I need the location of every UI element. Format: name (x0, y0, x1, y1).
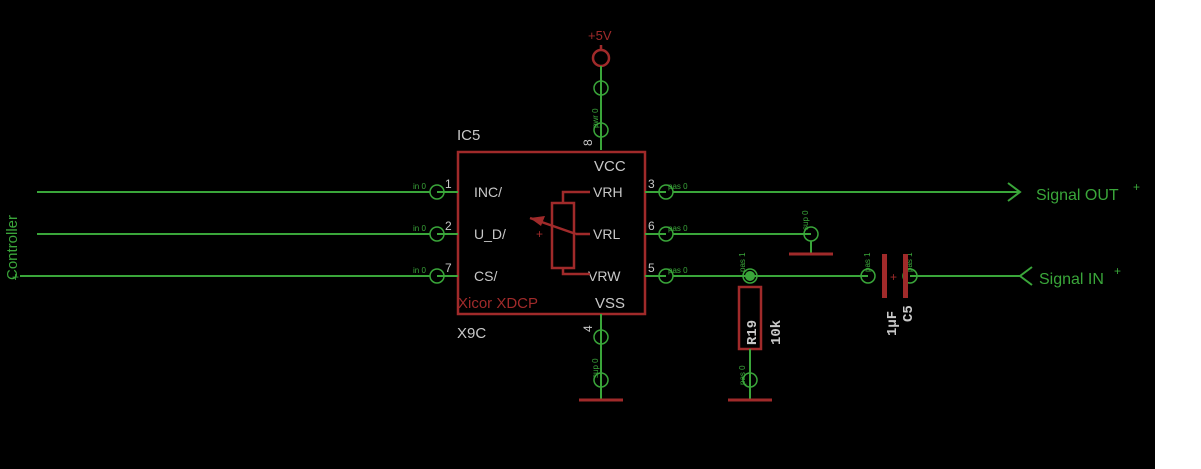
pin-inc-pad: in 0 (413, 182, 426, 191)
supply-label: +5V (588, 28, 612, 43)
pot-leads (561, 190, 590, 276)
c5-name: C5 (901, 305, 917, 322)
r19-top-pad (742, 268, 758, 284)
pin-cs-number: 7 (445, 261, 452, 275)
pin-vrl-pad: pas 0 (668, 224, 688, 233)
controller-plus: + (12, 270, 19, 284)
signal-in-arrow (1018, 266, 1033, 286)
ic-pin-vrw-name: VRW (588, 268, 621, 284)
ic-vcc-label: VCC (594, 158, 626, 175)
pin-inc[interactable] (429, 184, 458, 200)
c5-left-pad (860, 268, 876, 284)
vcc-pin-number: 8 (581, 139, 595, 146)
pot-element (550, 201, 576, 270)
ic-name: IC5 (457, 127, 480, 144)
vcc-pad-circle (593, 80, 609, 96)
c5-plate-left[interactable] (882, 254, 887, 298)
vcc-pad-label: pwr 0 (591, 108, 600, 128)
r19-bottom-pad (742, 372, 758, 388)
signal-in-label: Signal IN (1039, 271, 1104, 288)
c5-right-pad-label: pas 1 (905, 252, 914, 272)
r19-name: R19 (745, 320, 761, 345)
pin-vrh-pad: pas 0 (668, 182, 688, 191)
vcc-pin-circle (593, 122, 609, 138)
signal-in-plus: + (1114, 264, 1121, 278)
c5-value: 1µF (885, 311, 901, 336)
pin-cs-pad: in 0 (413, 266, 426, 275)
pin-vrl-number: 6 (648, 219, 655, 233)
r19-bottom-pad-label: pas 0 (738, 365, 747, 385)
pin-vrw-pad: pas 0 (668, 266, 688, 275)
signal-out-plus: + (1133, 180, 1140, 194)
ic-vss-label: VSS (595, 295, 625, 312)
r19-value: 10k (769, 320, 785, 345)
ic-pin-inc-name: INC/ (474, 184, 502, 200)
vss-pin-circle (593, 329, 609, 345)
signal-out-arrow (1007, 182, 1022, 202)
canvas-edge (1155, 0, 1201, 469)
ic-description: Xicor XDCP (458, 295, 538, 312)
signal-out-label: Signal OUT (1036, 187, 1119, 204)
controller-label: Controller (4, 215, 21, 280)
pot-plus: + (536, 227, 543, 241)
vrl-gnd-pad-label: sup 0 (801, 210, 810, 230)
c5-plate-right[interactable] (903, 254, 908, 298)
c5-left-pad-label: pas 1 (863, 252, 872, 272)
ic-pin-vrh-name: VRH (593, 184, 623, 200)
pot-arrowhead (530, 216, 545, 226)
pin-ud[interactable] (429, 226, 458, 242)
pin-ud-number: 2 (445, 219, 452, 233)
ic-pin-vrl-name: VRL (593, 226, 620, 242)
pin-cs[interactable] (429, 268, 458, 284)
vrw-junction (745, 271, 755, 281)
supply-symbol (591, 48, 611, 68)
pin-vrh-number: 3 (648, 177, 655, 191)
c5-plus: + (890, 270, 897, 284)
r19-top-pad-label: pas 1 (738, 252, 747, 272)
vss-pin-number: 4 (581, 325, 595, 332)
ic-pin-cs-name: CS/ (474, 268, 497, 284)
pin-vrw-number: 5 (648, 261, 655, 275)
pin-ud-pad: in 0 (413, 224, 426, 233)
ic-value: X9C (457, 325, 486, 342)
vss-pad-circle (593, 372, 609, 388)
ic-pin-ud-name: U_D/ (474, 226, 506, 242)
vss-pad-label: sup 0 (591, 358, 600, 378)
pin-inc-number: 1 (445, 177, 452, 191)
